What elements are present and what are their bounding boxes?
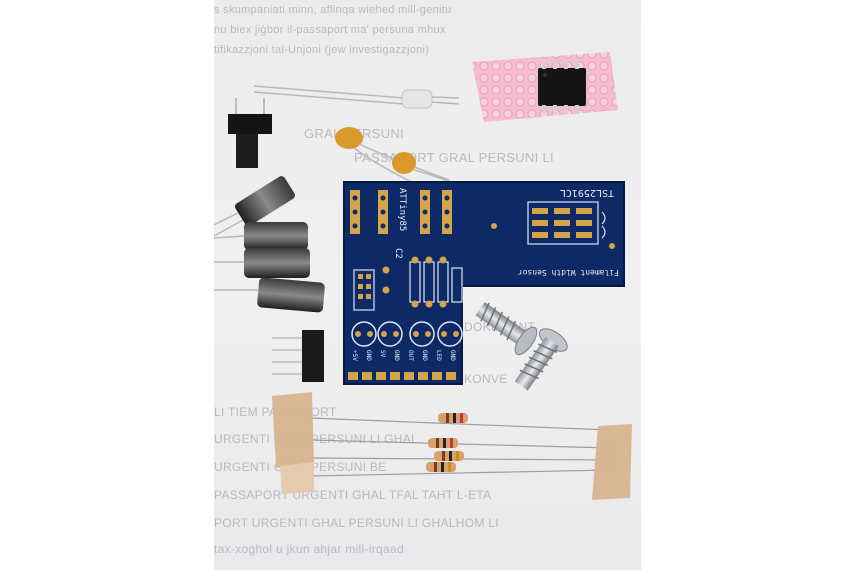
pcb-pin-label: +5V [351, 350, 358, 361]
pcb-mcu-label: ATTiny85 [397, 188, 407, 231]
doc-line: tax-xoghol u jkun ahjar mill-irqaad [214, 542, 404, 556]
pcb-pin-label: 5V [379, 350, 386, 358]
doc-line: KONVE [464, 372, 508, 386]
electrolytic-capacitors [214, 176, 325, 313]
ic-chip [538, 60, 586, 114]
pcb-cap-label: C2 [393, 248, 403, 259]
resistor-strip [272, 392, 632, 500]
pcb-pin-label: LED [435, 350, 442, 361]
components-layer: ATTiny85 C2 TSL2591CL Filament Width Sen… [214, 52, 632, 500]
pcb-pin-label: OUT [407, 350, 414, 361]
pin-header [272, 330, 324, 382]
ceramic-capacitors [335, 127, 469, 191]
doc-line: URGENTI GHAL PERSUNI LI GHAL [214, 432, 418, 446]
doc-line: PORT URGENTI GHAL PERSUNI LI GHALHOM LI [214, 516, 499, 530]
push-button [228, 98, 272, 168]
component-kit-photo: s skumpaniati minn, aflinqa wiehed mill-… [214, 0, 641, 570]
doc-line: tifikazzjoni tal-Unjoni (jew investigazz… [214, 44, 430, 56]
pcb-pin-label: GND [393, 350, 400, 361]
doc-line: s skumpaniati minn, aflinqa wiehed mill-… [214, 4, 452, 16]
pcb-board: ATTiny85 C2 TSL2591CL Filament Width Sen… [343, 181, 625, 385]
pcb-pin-label: GND [421, 350, 428, 361]
pcb-pin-label: GND [365, 350, 372, 361]
pcb-title: Filament Width Sensor [518, 268, 619, 277]
pcb-pin-label: GND [449, 350, 456, 361]
led [253, 85, 460, 109]
doc-line: nu biex jiġbor il-passaport ma' persuna … [214, 24, 446, 36]
pcb-sensor-label: TSL2591CL [560, 187, 614, 198]
resistors [426, 413, 468, 472]
screws [475, 302, 568, 391]
